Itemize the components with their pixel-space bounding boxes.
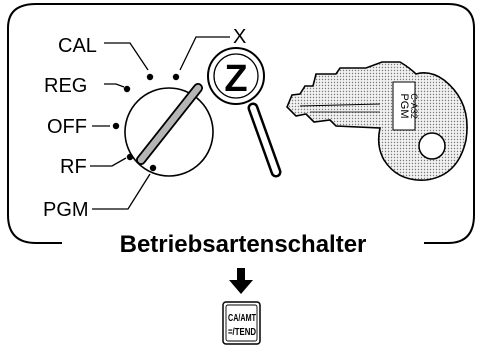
magnifier-icon (207, 47, 282, 178)
label-x: X (233, 26, 246, 48)
diagram-frame (7, 3, 475, 244)
label-cal: CAL (58, 35, 97, 57)
ca-amt-tend-key-icon (222, 301, 261, 345)
label-z: Z (224, 58, 247, 100)
diagram-caption: Betriebsartenschalter (120, 231, 367, 258)
key-label-ca-amt: CA/AMT (228, 313, 256, 324)
caption-background (113, 231, 373, 258)
key-label-tend: =/TEND (228, 327, 256, 338)
position-leader-lines (90, 36, 230, 210)
program-key-icon (286, 61, 468, 181)
down-arrow-icon (229, 268, 253, 294)
label-rf: RF (60, 156, 87, 178)
key-label-pgm: PGM (398, 93, 410, 118)
key-label-code: C-A32 (409, 93, 419, 119)
mode-switch-dial (112, 73, 214, 177)
label-off: OFF (47, 116, 87, 138)
label-reg: REG (44, 75, 87, 97)
label-pgm: PGM (43, 199, 89, 221)
